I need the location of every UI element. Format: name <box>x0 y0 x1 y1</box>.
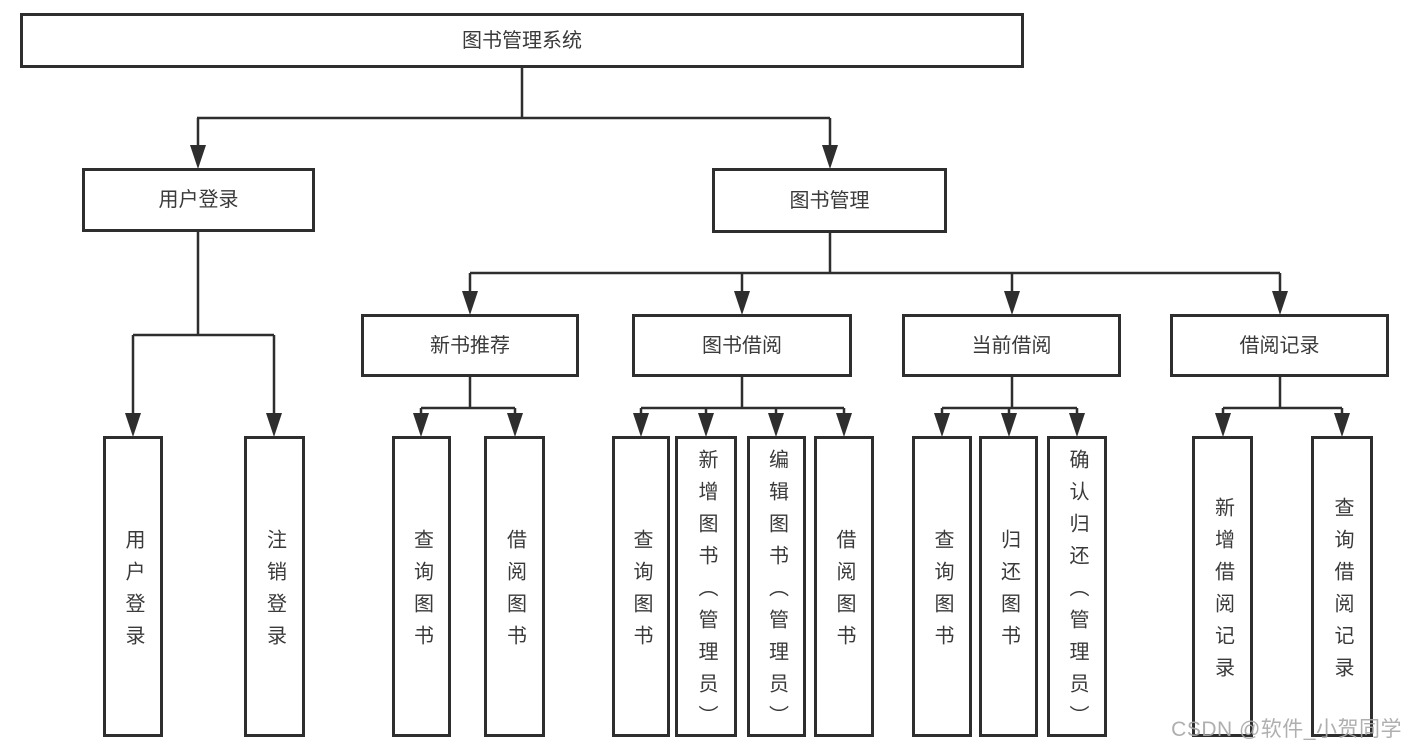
node-leaf-logout: 注销登录 <box>244 436 305 737</box>
node-root-label: 图书管理系统 <box>462 29 582 52</box>
tree-edges <box>131 68 1344 415</box>
leaf-label: 查询借阅记录 <box>1331 496 1353 689</box>
leaf-label: 新增借阅记录 <box>1211 496 1234 689</box>
node-leaf-add-borrow-record: 新增借阅记录 <box>1192 436 1253 737</box>
leaf-label: 归还图书 <box>997 528 1020 657</box>
leaf-label: 用户登录 <box>122 528 144 657</box>
node-borrow-records: 借阅记录 <box>1170 314 1389 377</box>
node-new-book-recommend: 新书推荐 <box>361 314 579 377</box>
leaf-label: 查询图书 <box>410 528 433 657</box>
node-leaf-borrow-books-2: 借阅图书 <box>814 436 874 737</box>
node-root-system: 图书管理系统 <box>20 13 1024 68</box>
node-leaf-query-books-1: 查询图书 <box>392 436 451 737</box>
node-leaf-borrow-books-1: 借阅图书 <box>484 436 545 737</box>
node-book-borrow: 图书借阅 <box>632 314 852 377</box>
node-leaf-query-borrow-record: 查询借阅记录 <box>1311 436 1373 737</box>
leaf-label: 查询图书 <box>630 528 652 657</box>
leaf-label: 注销登录 <box>263 528 286 657</box>
node-current-borrow-label: 当前借阅 <box>971 334 1052 357</box>
node-leaf-query-books-3: 查询图书 <box>912 436 972 737</box>
leaf-label: 编辑图书（管理员） <box>765 448 788 737</box>
node-current-borrow: 当前借阅 <box>902 314 1121 377</box>
node-leaf-query-books-2: 查询图书 <box>612 436 670 737</box>
node-borrow-records-label: 借阅记录 <box>1239 334 1320 357</box>
leaf-label: 确认归还（管理员） <box>1066 448 1088 737</box>
node-book-management-label: 图书管理 <box>789 189 870 212</box>
arrowhead-icons <box>125 145 1350 437</box>
node-leaf-confirm-return-admin: 确认归还（管理员） <box>1047 436 1107 737</box>
leaf-label: 查询图书 <box>931 528 953 657</box>
leaf-label: 借阅图书 <box>503 528 526 657</box>
leaf-label: 新增图书（管理员） <box>695 448 717 737</box>
watermark: CSDN @软件_小贺同学 <box>1171 718 1402 741</box>
node-book-management: 图书管理 <box>712 168 947 233</box>
leaf-label: 借阅图书 <box>833 528 855 657</box>
node-leaf-return-book: 归还图书 <box>979 436 1038 737</box>
node-leaf-edit-book-admin: 编辑图书（管理员） <box>747 436 806 737</box>
node-user-login: 用户登录 <box>82 168 315 232</box>
node-user-login-label: 用户登录 <box>158 189 239 211</box>
node-leaf-user-login: 用户登录 <box>103 436 163 737</box>
node-leaf-add-book-admin: 新增图书（管理员） <box>675 436 737 737</box>
node-book-borrow-label: 图书借阅 <box>702 334 782 357</box>
node-new-book-recommend-label: 新书推荐 <box>430 334 510 357</box>
